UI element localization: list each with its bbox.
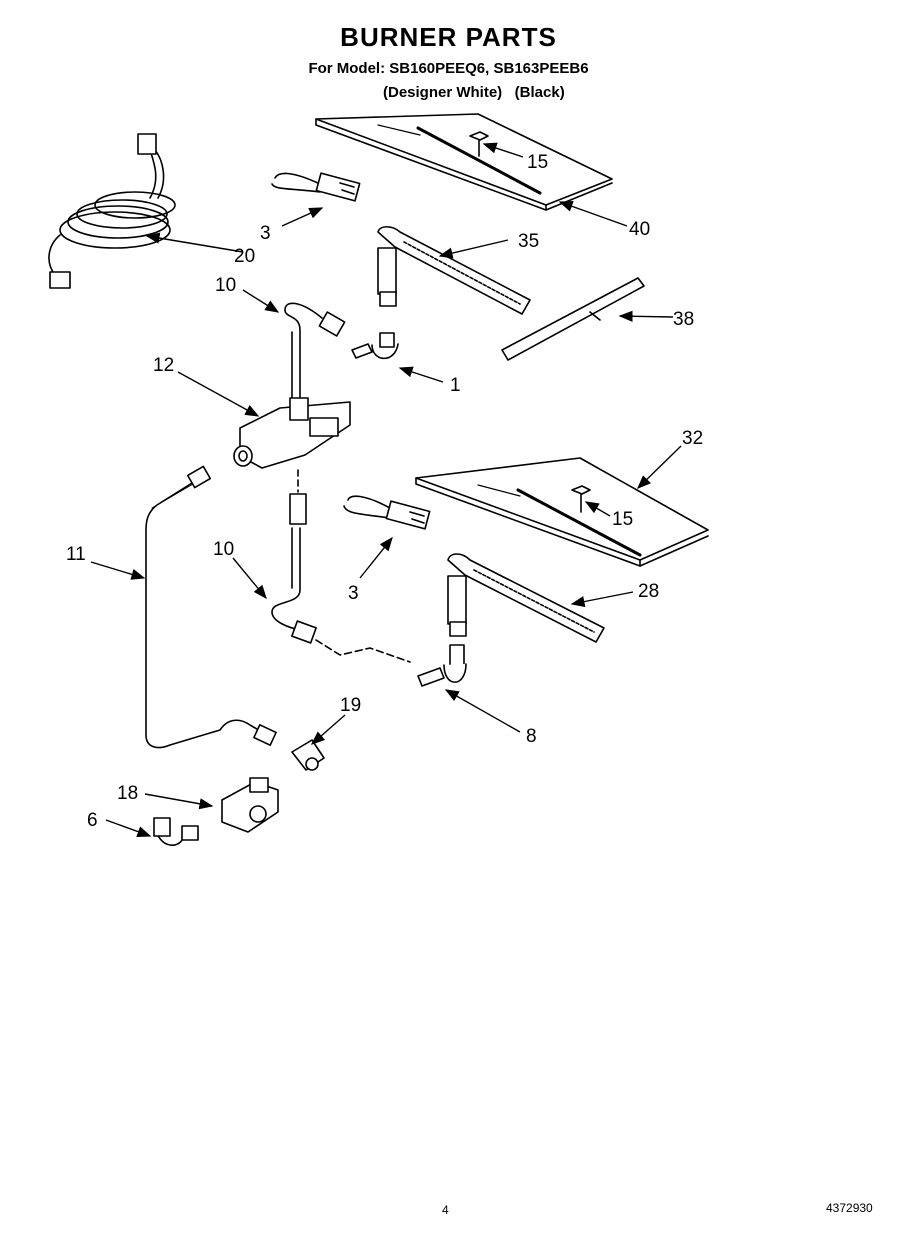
elbow-fitting — [291, 739, 325, 771]
page-number: 4 — [442, 1203, 449, 1217]
callout-20: 20 — [234, 246, 255, 267]
callout-1: 1 — [450, 375, 461, 396]
callout-15-lower: 15 — [612, 509, 633, 530]
power-cord — [48, 133, 176, 289]
long-gas-tube — [145, 465, 277, 749]
wing-nut-upper — [469, 131, 489, 157]
callout-10-lower: 10 — [213, 539, 234, 560]
callout-40: 40 — [629, 219, 650, 240]
igniter-upper — [271, 172, 361, 202]
gas-tube-lower — [271, 493, 317, 644]
pressure-regulator — [221, 777, 279, 833]
callout-8: 8 — [526, 726, 537, 747]
upper-burner-tube — [377, 225, 531, 315]
document-number: 4372930 — [826, 1201, 873, 1215]
callout-19: 19 — [340, 695, 361, 716]
wing-nut-lower — [571, 485, 591, 513]
variants-line: (Designer White) (Black) — [383, 84, 565, 101]
callout-3-upper: 3 — [260, 223, 271, 244]
orifice-elbow-upper — [351, 332, 399, 360]
lower-burner-shield — [415, 457, 709, 567]
callout-12: 12 — [153, 355, 174, 376]
page-title: BURNER PARTS — [340, 22, 557, 52]
callout-38: 38 — [673, 309, 694, 330]
callout-15-upper: 15 — [527, 152, 548, 173]
inlet-elbow — [153, 817, 199, 846]
callout-18: 18 — [117, 783, 138, 804]
orifice-elbow-lower — [417, 644, 467, 687]
callout-10-upper: 10 — [215, 275, 236, 296]
lower-burner-tube — [447, 553, 605, 643]
upper-burner-shield — [315, 113, 613, 211]
callout-28: 28 — [638, 581, 659, 602]
model-line: For Model: SB160PEEQ6, SB163PEEB6 — [308, 60, 589, 77]
callout-3-lower: 3 — [348, 583, 359, 604]
callout-6: 6 — [87, 810, 98, 831]
callout-32: 32 — [682, 428, 703, 449]
callout-35: 35 — [518, 231, 539, 252]
callout-11: 11 — [66, 544, 86, 565]
heat-deflector — [501, 277, 645, 361]
gas-tube-upper — [284, 302, 346, 399]
safety-valve — [233, 397, 351, 469]
igniter-lower — [343, 495, 431, 530]
